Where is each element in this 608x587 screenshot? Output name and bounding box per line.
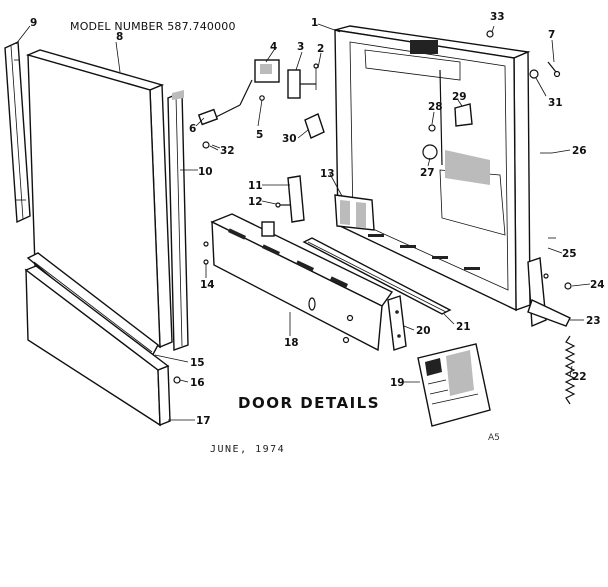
latch-assembly	[197, 59, 325, 149]
liner-vent-slots	[368, 234, 480, 270]
callout-32: 32	[220, 145, 235, 157]
model-number-label: MODEL NUMBER 587.740000	[70, 20, 236, 33]
callout-10: 10	[198, 166, 213, 178]
callout-14: 14	[200, 279, 215, 291]
part-7-screw	[547, 61, 561, 78]
part-10-side-channel	[167, 90, 189, 351]
part-19-instruction-booklet	[417, 343, 491, 427]
callout-2: 2	[317, 43, 324, 55]
part-17-kick-panel	[24, 265, 171, 427]
callout-23: 23	[586, 315, 601, 327]
callout-11: 11	[248, 180, 263, 192]
hinge-bracket	[275, 175, 375, 231]
callout-12: 12	[248, 196, 263, 208]
part-31-bumper	[529, 69, 539, 79]
callout-9: 9	[30, 17, 37, 29]
diagram-title: DOOR DETAILS	[238, 394, 380, 412]
callout-21: 21	[456, 321, 471, 333]
part-16-screw	[173, 376, 181, 384]
callout-28: 28	[428, 101, 443, 113]
callout-17: 17	[196, 415, 211, 427]
leader-lines	[15, 23, 591, 421]
part-9-side-trim	[4, 40, 31, 224]
callout-31: 31	[548, 97, 563, 109]
part-18-control-panel	[203, 213, 394, 352]
callout-16: 16	[190, 377, 205, 389]
callout-22: 22	[572, 371, 587, 383]
callout-7: 7	[548, 29, 555, 41]
callout-numbers: 1 2 3 4 5 6 7 8 9 10 11 12 13 14 15 16 1…	[30, 11, 605, 427]
callout-15: 15	[190, 357, 205, 369]
part-23-hinge-arm	[527, 152, 572, 328]
callout-24: 24	[590, 279, 605, 291]
callout-26: 26	[572, 145, 587, 157]
callout-19: 19	[390, 377, 405, 389]
callout-5: 5	[256, 129, 263, 141]
callout-18: 18	[284, 337, 299, 349]
callout-25: 25	[562, 248, 577, 260]
callout-3: 3	[297, 41, 304, 53]
callout-29: 29	[452, 91, 467, 103]
part-20-bracket	[342, 295, 407, 351]
callout-27: 27	[420, 167, 435, 179]
callout-13: 13	[320, 168, 335, 180]
part-33-screw	[486, 30, 494, 38]
part-1-inner-door-liner	[334, 25, 531, 312]
callout-20: 20	[416, 325, 431, 337]
callout-30: 30	[282, 133, 297, 145]
part-21-rail	[302, 237, 452, 315]
part-22-spring	[564, 335, 576, 405]
date-label: JUNE, 1974	[210, 444, 285, 455]
callout-33: 33	[490, 11, 505, 23]
callout-6: 6	[189, 123, 196, 135]
callout-4: 4	[270, 41, 277, 53]
callout-1: 1	[311, 17, 318, 29]
callout-8: 8	[116, 31, 123, 43]
corner-mark: A5	[488, 433, 500, 443]
